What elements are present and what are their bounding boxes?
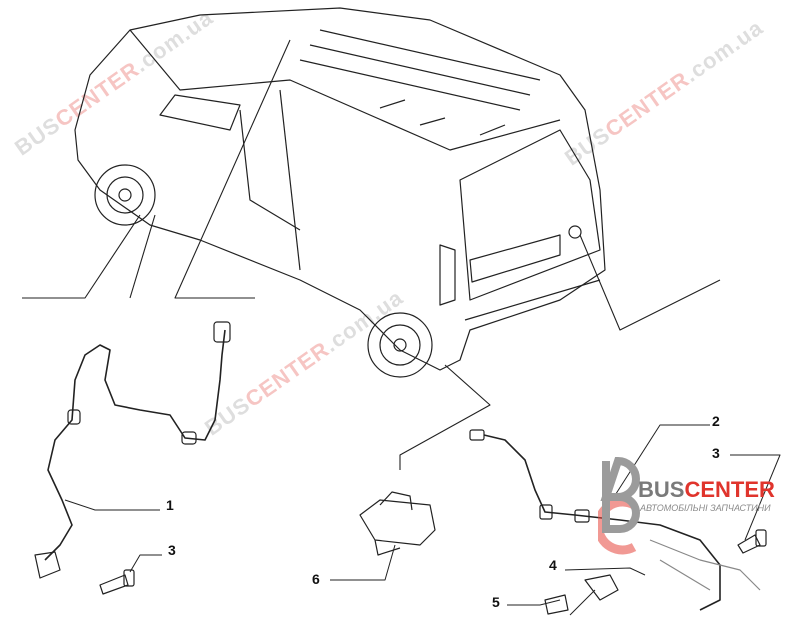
part-1-front-abs-sensor (34, 321, 231, 579)
part-3-bolt-right (737, 529, 767, 554)
logo-name: BUSCENTER (638, 477, 775, 502)
callout-4: 4 (549, 557, 557, 573)
callout-3-left: 3 (168, 542, 176, 558)
leader-lines (22, 39, 721, 470)
callout-3-right: 3 (712, 445, 720, 461)
part-5-bolt (544, 594, 569, 615)
part-6-clip (359, 491, 436, 556)
callout-2: 2 (712, 413, 720, 429)
buscenter-logo: BUSCENTER АВТОМОБІЛЬНІ ЗАПЧАСТИНИ (598, 455, 788, 565)
part-4-bracket (584, 574, 619, 601)
callout-1: 1 (166, 497, 174, 513)
logo-tagline: АВТОМОБІЛЬНІ ЗАПЧАСТИНИ (640, 503, 771, 513)
callout-6: 6 (312, 571, 320, 587)
callout-leaders (64, 424, 781, 616)
callout-5: 5 (492, 594, 500, 610)
logo-bc-monogram (598, 456, 640, 555)
part-3-bolt-left (99, 569, 135, 595)
van-illustration (74, 7, 606, 378)
